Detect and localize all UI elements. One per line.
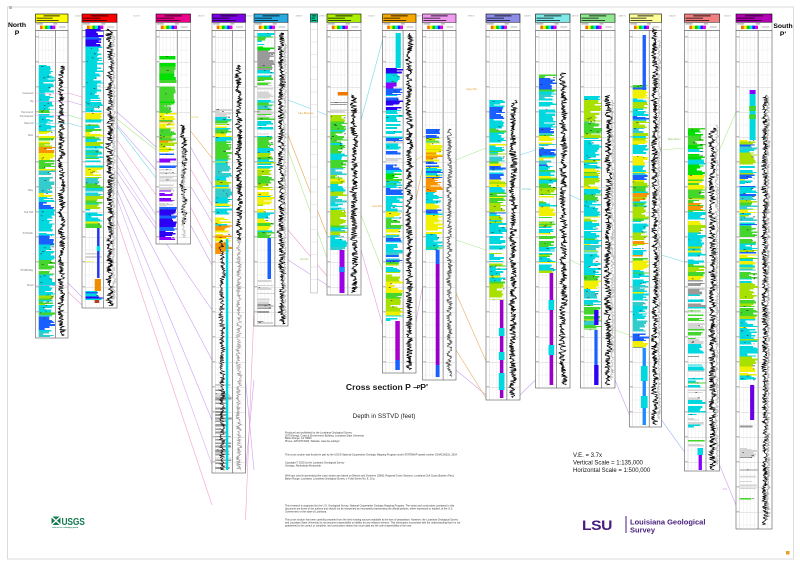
svg-text:USGS: USGS bbox=[62, 516, 85, 528]
svg-text:Miss: Miss bbox=[28, 134, 34, 137]
svg-text:3102 ft: 3102 ft bbox=[368, 15, 375, 18]
svg-text:This research is supported by: This research is supported by the U.S. G… bbox=[285, 505, 455, 508]
svg-text:3419 ft: 3419 ft bbox=[416, 15, 423, 18]
svg-text:4687 ft: 4687 ft bbox=[619, 15, 626, 18]
svg-text:North: North bbox=[8, 22, 26, 29]
svg-text:Baty: Baty bbox=[28, 189, 34, 192]
svg-text:Frio: Frio bbox=[723, 488, 728, 491]
svg-text:Phone: 225-578-5320, Website:: Phone: 225-578-5320, Website: www.lsu.ed… bbox=[285, 440, 340, 443]
svg-text:South: South bbox=[773, 23, 792, 30]
svg-text:SChTwbb: SChTwbb bbox=[23, 232, 34, 235]
svg-text:Geology: Akinbobola Akintomide: Geology: Akinbobola Akintomide bbox=[285, 464, 321, 467]
svg-text:4370 ft: 4370 ft bbox=[572, 15, 579, 18]
svg-text:P': P' bbox=[780, 31, 787, 38]
svg-text:and Louisiana State University: and Louisiana State University do not as… bbox=[285, 521, 461, 524]
svg-text:Pg: Pg bbox=[30, 100, 34, 103]
svg-text:Mid Mio: Mid Mio bbox=[190, 116, 199, 119]
svg-text:5321 ft: 5321 ft bbox=[724, 15, 731, 18]
svg-text:Horizontal Scale = 1:500,000: Horizontal Scale = 1:500,000 bbox=[573, 468, 651, 474]
svg-text:document are those of the auth: document are those of the authors and sh… bbox=[285, 507, 453, 510]
svg-text:Vertical Scale = 1:135,000: Vertical Scale = 1:135,000 bbox=[573, 461, 644, 467]
svg-text:4053 ft: 4053 ft bbox=[524, 15, 531, 18]
svg-text:STVBKWkg: STVBKWkg bbox=[20, 269, 33, 272]
svg-text:This cross section has been ca: This cross section has been carefully pr… bbox=[285, 519, 459, 522]
svg-text:3079 Energy, Coast & Environme: 3079 Energy, Coast & Environment Buildin… bbox=[285, 434, 365, 437]
svg-text:2151 ft: 2151 ft bbox=[246, 15, 253, 18]
svg-text:Copyright © 2025 by the Louisi: Copyright © 2025 by the Louisiana Geolog… bbox=[285, 462, 345, 465]
svg-text:Cib Haw: Cib Haw bbox=[522, 188, 531, 191]
svg-text:Baton R: Baton R bbox=[24, 122, 33, 125]
svg-text:Kentwood: Kentwood bbox=[22, 92, 33, 95]
svg-text:Louisiana Geological: Louisiana Geological bbox=[630, 518, 705, 527]
svg-text:guaranteed to be correct or co: guaranteed to be correct or complete, an… bbox=[285, 524, 412, 527]
svg-text:Upper Mio: Upper Mio bbox=[466, 88, 478, 91]
svg-text:Cross section P – P': Cross section P – P' bbox=[346, 382, 428, 392]
svg-text:1834 ft: 1834 ft bbox=[198, 15, 205, 18]
svg-text:LSU: LSU bbox=[582, 519, 612, 534]
svg-text:Baton Rouge, Louisiana, Louisi: Baton Rouge, Louisiana, Louisiana Geolog… bbox=[285, 477, 376, 480]
svg-text:V.E. = 3.7x: V.E. = 3.7x bbox=[573, 453, 602, 459]
svg-text:Lake Bistineau: Lake Bistineau bbox=[298, 112, 314, 115]
svg-text:Ponchatoula: Ponchatoula bbox=[20, 115, 34, 118]
svg-text:Mnsd: Mnsd bbox=[27, 284, 34, 287]
svg-text:1200 ft: 1200 ft bbox=[75, 15, 82, 18]
svg-text:Twd Sdfl: Twd Sdfl bbox=[24, 211, 34, 214]
svg-text:Base Miocn: Base Miocn bbox=[668, 138, 681, 141]
svg-text:P: P bbox=[15, 30, 20, 37]
svg-text:Depth in SSTVD (feet): Depth in SSTVD (feet) bbox=[353, 413, 416, 420]
svg-text:Lake Bstn: Lake Bstn bbox=[372, 205, 383, 208]
svg-text:Government or the state of Lou: Government or the state of Louisiana. bbox=[285, 510, 327, 513]
svg-text:2468 ft: 2468 ft bbox=[296, 15, 303, 18]
svg-text:P': P' bbox=[417, 385, 422, 391]
svg-text:This cross section was funded: This cross section was funded in part by… bbox=[285, 454, 458, 457]
svg-text:Hammond/: Hammond/ bbox=[21, 111, 33, 114]
svg-text:Survey: Survey bbox=[630, 526, 656, 535]
svg-text:1517 ft: 1517 ft bbox=[133, 15, 140, 18]
svg-text:2785 ft: 2785 ft bbox=[319, 15, 326, 18]
svg-text:Cpr Mrn: Cpr Mrn bbox=[300, 258, 309, 261]
svg-text:Well tops used in generating t: Well tops used in generating this cross … bbox=[285, 475, 455, 478]
svg-text:5004 ft: 5004 ft bbox=[669, 15, 676, 18]
svg-text:Baton Rouge, LA 70803: Baton Rouge, LA 70803 bbox=[285, 437, 312, 440]
svg-text:Produced and published by the: Produced and published by the Louisiana … bbox=[285, 432, 353, 435]
svg-text:3736 ft: 3736 ft bbox=[468, 15, 475, 18]
svg-text:science for a changing world: science for a changing world bbox=[52, 527, 79, 529]
